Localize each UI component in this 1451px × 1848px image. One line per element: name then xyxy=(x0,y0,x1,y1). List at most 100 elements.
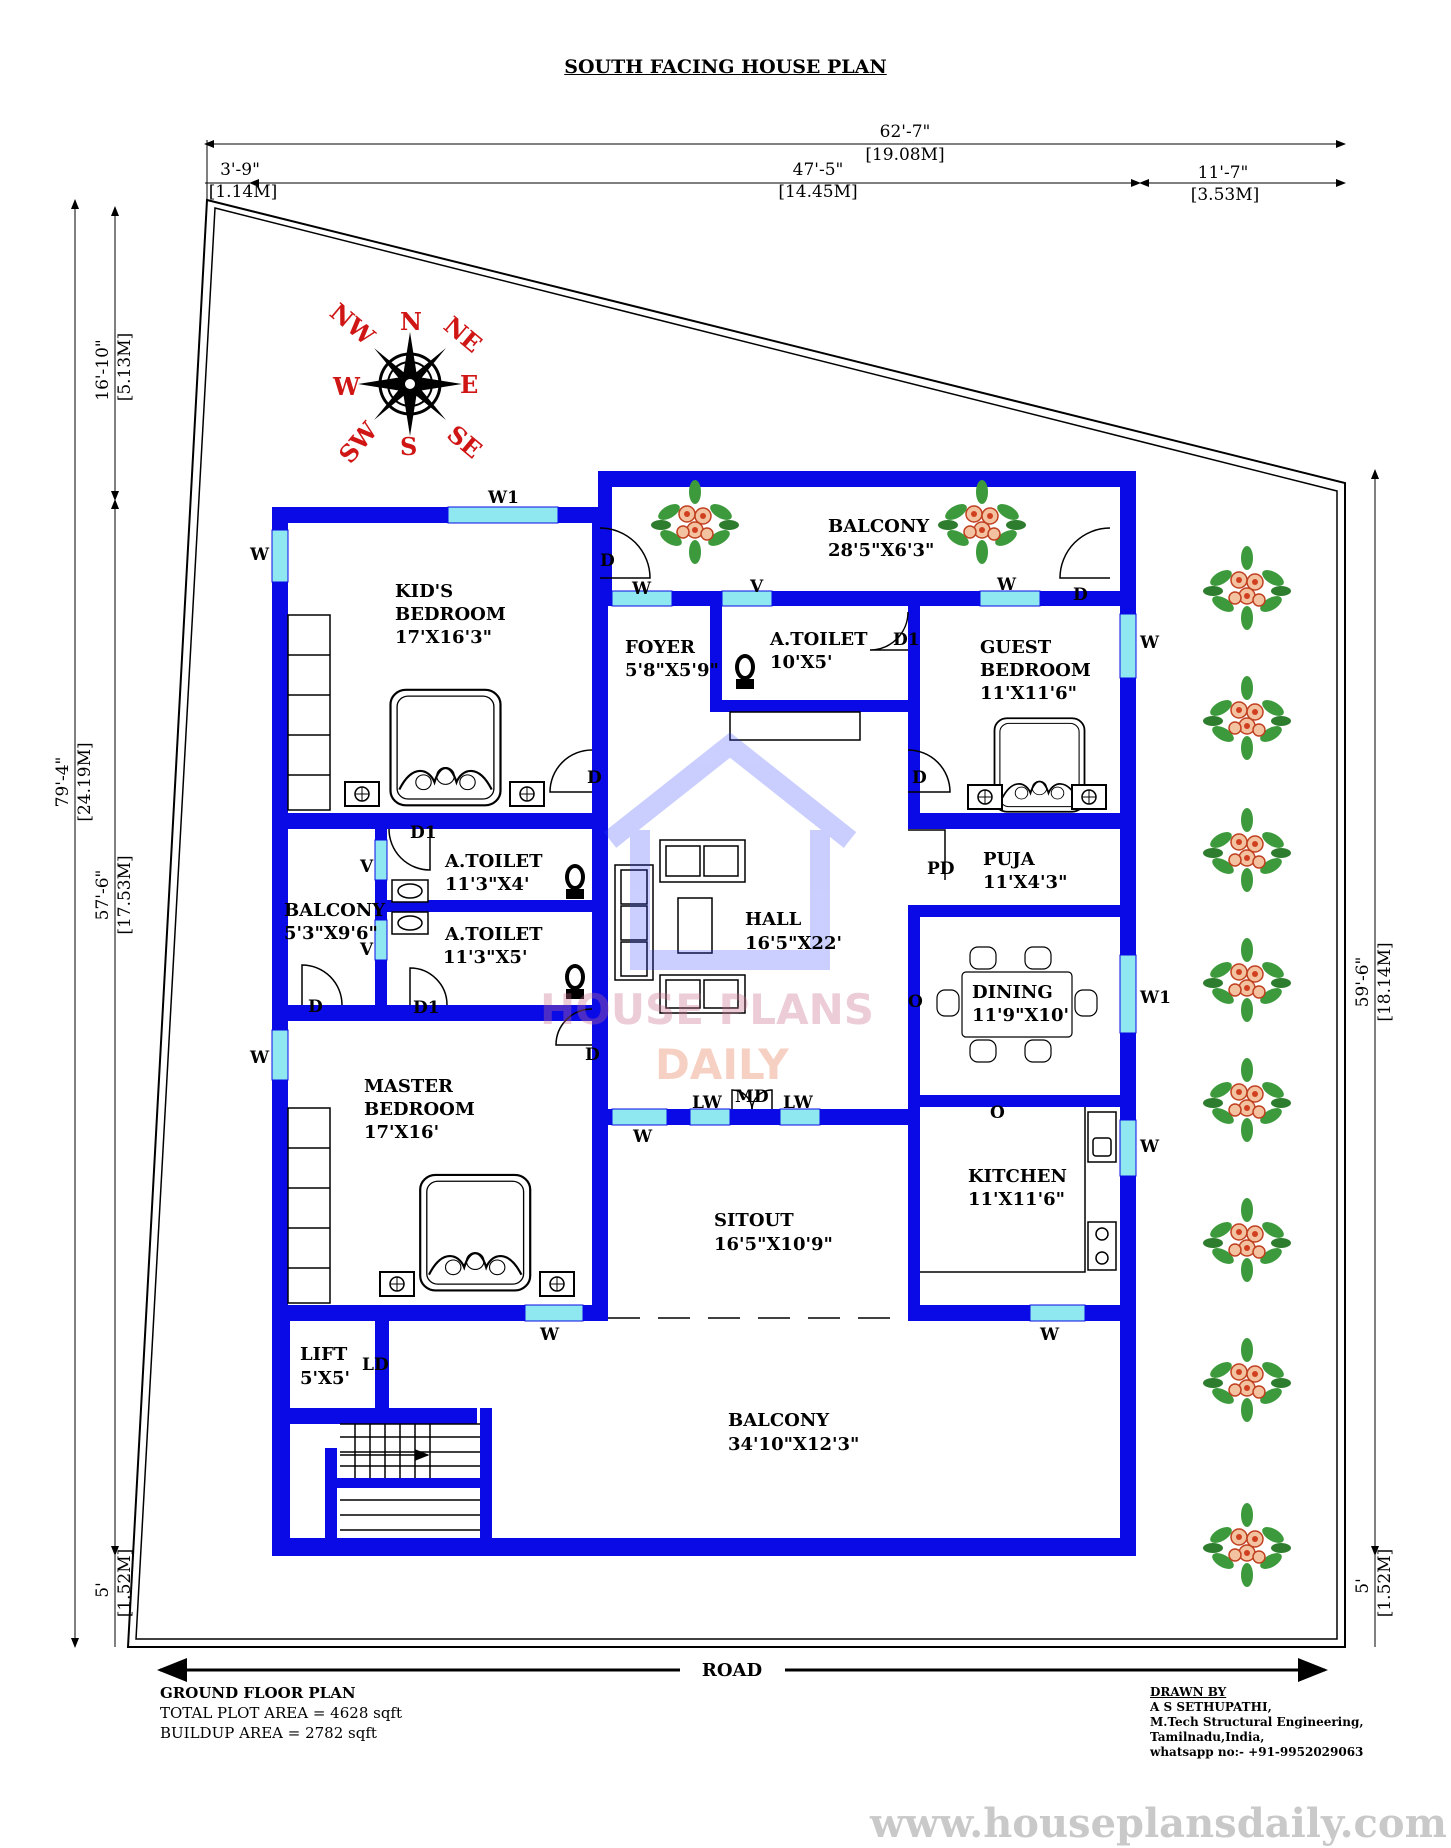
foyer-name: FOYER xyxy=(625,637,696,658)
balcony-left-name: BALCONY xyxy=(284,900,386,921)
balcony-bottom-size: 34'10"X12'3" xyxy=(728,1434,859,1455)
window-w-sitout: W xyxy=(632,1127,653,1147)
window-w-guest-top: W xyxy=(996,575,1017,595)
door-d-guest-balcony: D xyxy=(1073,585,1088,605)
window-w-foyer: W xyxy=(631,579,652,599)
kids-bedroom-name1: KID'S xyxy=(395,581,453,602)
door-d-balcony: D xyxy=(600,551,615,571)
door-d1-toilet-1: D1 xyxy=(410,823,437,843)
window-w-kitchen-bottom: W xyxy=(1039,1325,1060,1345)
window-w-master-bottom: W xyxy=(539,1325,560,1345)
toilet-1-size: 11'3"X4' xyxy=(445,874,529,895)
plant-icon xyxy=(1202,807,1292,893)
door-d1-toilet-2: D1 xyxy=(413,998,440,1018)
sitout-size: 16'5"X10'9" xyxy=(714,1234,833,1255)
dim-top-left-ft: 3'-9" xyxy=(220,160,260,180)
plant-icon xyxy=(1202,937,1292,1023)
plant-icon xyxy=(1202,1197,1292,1283)
toilet-top-size: 10'X5' xyxy=(770,652,833,673)
dim-left-upper-ft: 16'-10" xyxy=(93,339,113,401)
dim-top-mid-ft: 47'-5" xyxy=(793,160,844,180)
door-d-guest: D xyxy=(912,768,927,788)
balcony-top-name: BALCONY xyxy=(828,516,930,537)
dim-right-low-ft: 5' xyxy=(1353,1578,1373,1594)
credit-heading: DRAWN BY xyxy=(1150,1685,1227,1699)
dim-top-left-m: [1.14M] xyxy=(209,182,278,202)
window-w1-kids: W1 xyxy=(487,488,519,508)
dim-top-total-ft: 62'-7" xyxy=(880,122,931,142)
footer-buildup-area: BUILDUP AREA = 2782 sqft xyxy=(160,1724,377,1742)
road-label: ROAD xyxy=(702,1660,762,1681)
compass-n: N xyxy=(400,307,422,336)
foyer-size: 5'8"X5'9" xyxy=(625,660,719,681)
hall-name: HALL xyxy=(745,909,802,930)
dim-right-mid-m: [18.14M] xyxy=(1375,942,1395,1021)
opening-o-kitchen: O xyxy=(990,1103,1005,1123)
window-w-master: W xyxy=(249,1048,270,1068)
dim-left-total-m: [24.19M] xyxy=(75,742,95,821)
kitchen-name: KITCHEN xyxy=(968,1166,1067,1187)
credit-line1: A S SETHUPATHI, xyxy=(1150,1700,1272,1714)
credit-line4: whatsapp no:- +91-9952029063 xyxy=(1150,1745,1364,1759)
footer-plot-area: TOTAL PLOT AREA = 4628 sqft xyxy=(160,1704,403,1722)
footer-heading: GROUND FLOOR PLAN xyxy=(160,1684,356,1702)
footer-block: GROUND FLOOR PLAN TOTAL PLOT AREA = 4628… xyxy=(160,1683,402,1743)
kitchen-size: 11'X11'6" xyxy=(968,1189,1065,1210)
plant-icon xyxy=(1202,1057,1292,1143)
vent-v-toilet-2: V xyxy=(359,940,374,960)
opening-o-dining: O xyxy=(908,992,923,1012)
credit-block: DRAWN BY A S SETHUPATHI, M.Tech Structur… xyxy=(1150,1685,1364,1760)
vent-v-toilet: V xyxy=(749,577,764,597)
dim-top-right-ft: 11'-7" xyxy=(1198,163,1249,183)
plant-icon xyxy=(1202,545,1292,631)
window-w-kitchen: W xyxy=(1139,1137,1160,1157)
dim-left-low-m: [1.52M] xyxy=(115,1549,135,1618)
hall-size: 16'5"X22' xyxy=(745,933,842,954)
dim-left-mid-ft: 57'-6" xyxy=(93,870,113,921)
balcony-top-size: 28'5"X6'3" xyxy=(828,540,934,561)
master-bedroom-name1: MASTER xyxy=(364,1076,454,1097)
sitout-name: SITOUT xyxy=(714,1210,794,1231)
compass-sw: SW xyxy=(333,415,384,468)
guest-bedroom-size: 11'X11'6" xyxy=(980,683,1077,704)
plant-icon xyxy=(937,479,1027,565)
guest-bedroom-name2: BEDROOM xyxy=(980,660,1091,681)
watermark-line1: HOUSE PLANS xyxy=(540,985,874,1034)
guest-bedroom-name1: GUEST xyxy=(980,637,1052,658)
toilet-1-name: A.TOILET xyxy=(444,851,543,872)
plant-icon xyxy=(650,479,740,565)
dim-left-low-ft: 5' xyxy=(93,1582,113,1598)
compass-s: S xyxy=(400,432,417,461)
dim-left-total-ft: 79'-4" xyxy=(53,757,73,808)
dim-right-mid-ft: 59'-6" xyxy=(1353,957,1373,1008)
window-lw-right: LW xyxy=(783,1093,814,1113)
plant-icon xyxy=(1202,675,1292,761)
kids-bedroom-name2: BEDROOM xyxy=(395,604,506,625)
dim-right-low-m: [1.52M] xyxy=(1375,1549,1395,1618)
door-md-main: MD xyxy=(735,1087,769,1107)
window-w-kids: W xyxy=(249,545,270,565)
door-d-balcony-left: D xyxy=(308,997,323,1017)
puja-name: PUJA xyxy=(983,849,1036,870)
master-bedroom-name2: BEDROOM xyxy=(364,1099,475,1120)
lift-size: 5'X5' xyxy=(300,1368,350,1389)
compass-nw: NW xyxy=(324,297,381,351)
toilet-2-name: A.TOILET xyxy=(444,924,543,945)
door-d-kids: D xyxy=(587,768,602,788)
compass-ne: NE xyxy=(438,310,487,358)
plant-icon xyxy=(1202,1337,1292,1423)
lift-name: LIFT xyxy=(300,1344,348,1365)
compass-e: E xyxy=(460,370,478,399)
door-pd-puja: PD xyxy=(927,859,955,879)
window-w1-dining: W1 xyxy=(1139,988,1171,1008)
toilet-top-name: A.TOILET xyxy=(769,629,868,650)
door-d-master: D xyxy=(585,1045,600,1065)
dining-name: DINING xyxy=(972,982,1053,1003)
balcony-left-size: 5'3"X9'6" xyxy=(284,923,378,944)
door-ld-lift: LD xyxy=(362,1355,389,1375)
watermark-line2: DAILY xyxy=(655,1040,789,1089)
dining-size: 11'9"X10' xyxy=(972,1005,1069,1026)
master-bedroom-size: 17'X16' xyxy=(364,1122,439,1143)
website-watermark: www.houseplansdaily.com xyxy=(870,1800,1447,1847)
kids-bedroom-size: 17'X16'3" xyxy=(395,627,492,648)
